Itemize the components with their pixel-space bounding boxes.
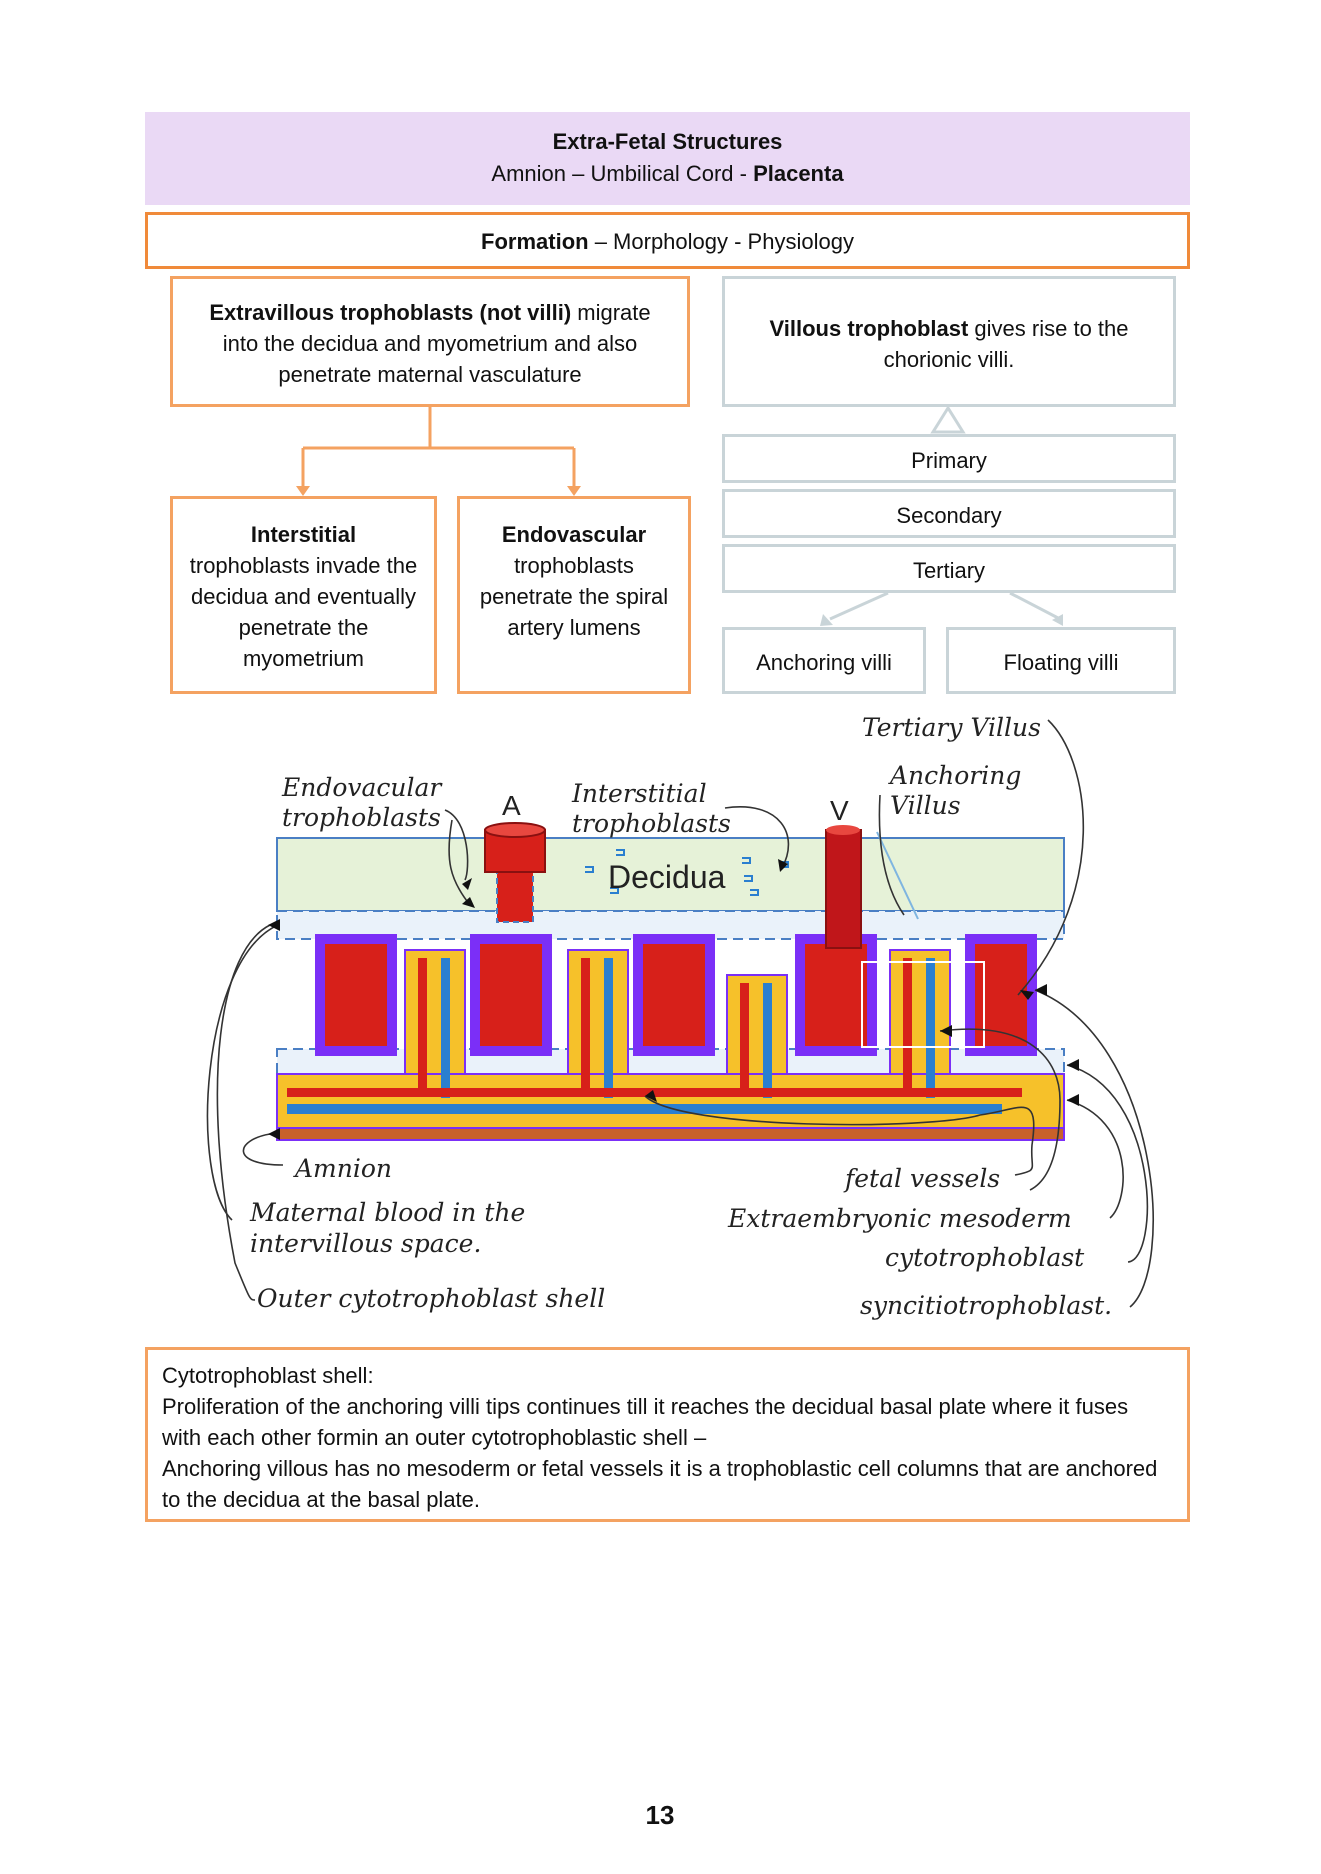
label-outer-shell: Outer cytotrophoblast shell — [257, 1284, 606, 1313]
stage-tertiary: Tertiary — [722, 544, 1176, 593]
fetal-artery-main — [287, 1088, 1022, 1097]
formation-rest: – Morphology - Physiology — [588, 229, 854, 254]
label-amnion: Amnion — [295, 1154, 393, 1183]
inheritance-triangle — [930, 405, 966, 434]
spiral-artery-top — [484, 822, 546, 838]
label-anchoring-villus-1: Anchoring — [890, 761, 1022, 790]
fetal-artery — [581, 958, 590, 1090]
cytotrophoblast-note: Cytotrophoblast shell: Proliferation of … — [145, 1347, 1190, 1522]
endovascular-box: Endovascular trophoblasts penetrate the … — [457, 496, 691, 694]
villus-column — [726, 974, 788, 1075]
page-header: Extra-Fetal Structures Amnion – Umbilica… — [145, 112, 1190, 205]
maternal-blood-block — [633, 934, 715, 1056]
fetal-artery — [418, 958, 427, 1090]
label-maternal-blood-1: Maternal blood in the — [250, 1198, 526, 1227]
arrowhead-anchoring — [820, 614, 833, 626]
extravillous-box: Extravillous trophoblasts (not villi) mi… — [170, 276, 690, 407]
anchoring-villus-pointer — [876, 831, 919, 920]
decidua-label: Decidua — [608, 859, 726, 895]
fetal-artery — [903, 958, 912, 1090]
header-subtitle-bold: Placenta — [753, 161, 844, 186]
floating-villi-box: Floating villi — [946, 627, 1176, 694]
interstitial-bold: Interstitial — [250, 522, 357, 547]
annotation-arrowheads — [268, 859, 1079, 1140]
villus-column — [567, 949, 629, 1075]
note-line1: Proliferation of the anchoring villi tip… — [162, 1394, 1129, 1450]
annotation-curves — [206, 719, 1154, 1308]
interstitial-rest: trophoblasts invade the decidua and even… — [189, 553, 418, 671]
endovascular-bold: Endovascular — [501, 522, 647, 547]
formation-bar: Formation – Morphology - Physiology — [145, 212, 1190, 269]
maternal-blood-block — [470, 934, 552, 1056]
formation-bold: Formation — [481, 229, 589, 254]
maternal-blood-block — [965, 934, 1037, 1056]
fetal-vein — [604, 958, 613, 1098]
amnion-layer — [276, 1127, 1065, 1141]
villous-bold: Villous trophoblast — [769, 316, 969, 341]
orange-connectors — [301, 407, 576, 488]
maternal-blood-block — [315, 934, 397, 1056]
anchoring-villus-outline — [861, 961, 985, 1048]
label-tertiary-villus: Tertiary Villus — [862, 713, 1041, 742]
villus-column — [889, 949, 951, 1075]
label-endovacular-2: trophoblasts — [282, 803, 441, 832]
anchoring-villi-box: Anchoring villi — [722, 627, 926, 694]
label-fetal-vessels: fetal vessels — [845, 1164, 1001, 1193]
arrowhead-interstitial — [296, 486, 310, 496]
endovascular-rest: trophoblasts penetrate the spiral artery… — [479, 553, 669, 640]
fetal-vein — [441, 958, 450, 1098]
label-maternal-blood-2: intervillous space. — [250, 1229, 482, 1258]
placenta-diagram: Decidua A V — [206, 719, 1154, 1308]
stage-primary: Primary — [722, 434, 1176, 483]
label-syncitiotrophoblast: syncitiotrophoblast. — [860, 1291, 1113, 1320]
note-title: Cytotrophoblast shell: — [162, 1363, 374, 1388]
header-subtitle-text: Amnion – Umbilical Cord - — [491, 161, 754, 186]
label-anchoring-villus-2: Villus — [890, 791, 961, 820]
page-number: 13 — [645, 1800, 675, 1830]
fetal-vein — [763, 983, 772, 1098]
maternal-vein-top — [826, 825, 860, 835]
header-subtitle: Amnion – Umbilical Cord - Placenta — [145, 158, 1190, 190]
vein-label: V — [830, 795, 849, 826]
grey-connectors — [829, 591, 1061, 621]
villous-box: Villous trophoblast gives rise to the ch… — [722, 276, 1176, 407]
interstitial-box: Interstitial trophoblasts invade the dec… — [170, 496, 437, 694]
maternal-vein — [825, 829, 862, 949]
label-extraembryonic: Extraembryonic mesoderm — [728, 1204, 1072, 1233]
fetal-vein-main — [287, 1104, 1002, 1114]
extravillous-bold: Extravillous trophoblasts (not villi) — [209, 300, 572, 325]
note-line2: Anchoring villous has no mesoderm or fet… — [162, 1456, 1158, 1512]
label-interstitial-1: Interstitial — [572, 779, 707, 808]
label-endovacular-1: Endovacular — [282, 773, 442, 802]
header-title: Extra-Fetal Structures — [552, 129, 783, 154]
extravillous-rest: migrate into the decidua and myometrium … — [222, 300, 651, 387]
villous-rest: gives rise to the chorionic villi. — [883, 316, 1129, 372]
fetal-artery — [740, 983, 749, 1090]
label-cytotrophoblast: cytotrophoblast — [885, 1243, 1085, 1272]
villus-column — [404, 949, 466, 1075]
decidua-layer — [276, 837, 1065, 912]
fetal-vein — [926, 958, 935, 1098]
label-interstitial-2: trophoblasts — [572, 809, 731, 838]
stage-secondary: Secondary — [722, 489, 1176, 538]
arrowhead-endovascular — [567, 486, 581, 496]
spiral-artery — [496, 871, 534, 923]
artery-label: A — [502, 790, 521, 821]
arrowhead-floating — [1052, 614, 1063, 626]
